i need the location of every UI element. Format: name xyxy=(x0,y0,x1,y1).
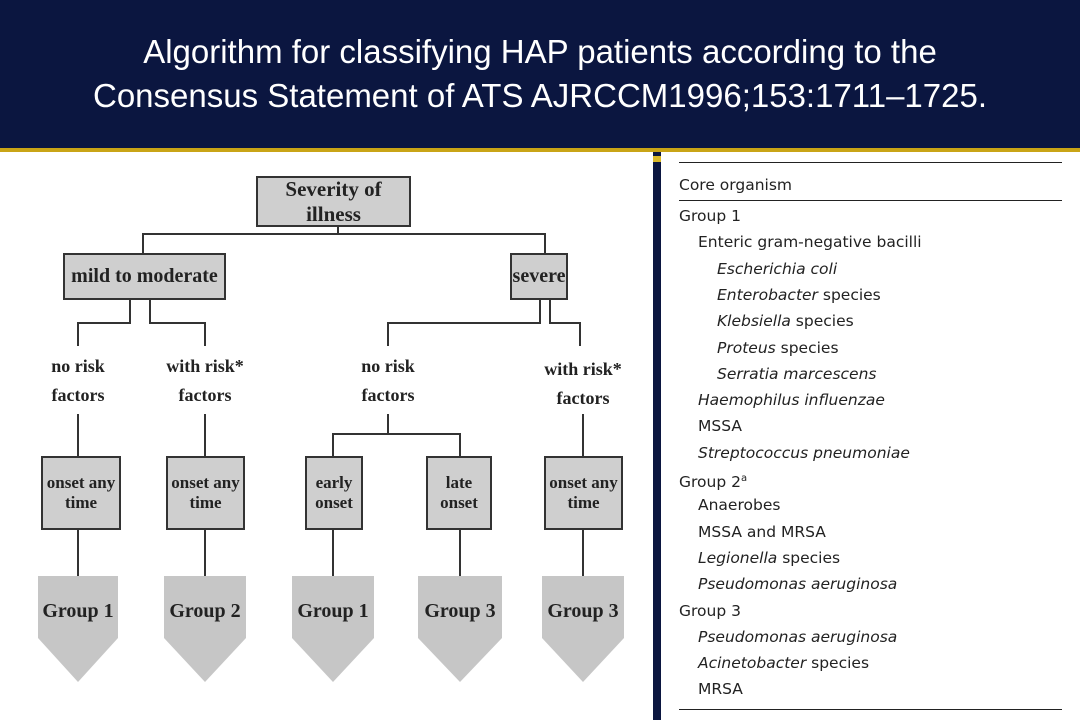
classification-flowchart: Severity of illness mild to moderate sev… xyxy=(0,152,653,720)
table-header: Core organism xyxy=(679,176,793,194)
table-row: Pseudomonas aeruginosa xyxy=(698,575,898,594)
table-row: Enteric gram-negative bacilli xyxy=(698,233,922,252)
table-row: Proteus species xyxy=(717,338,839,357)
group-arrow-4 xyxy=(418,576,502,682)
group-arrow-2 xyxy=(164,576,246,682)
table-bottom-rule xyxy=(679,709,1062,710)
table-group-heading: Group 2a xyxy=(679,473,748,492)
severe-with-risk-label: with risk* factors xyxy=(544,359,622,408)
severe-box: severe xyxy=(510,253,568,300)
table-top-rule xyxy=(679,162,1062,163)
table-row: Klebsiella species xyxy=(717,312,854,331)
group-arrow-1 xyxy=(38,576,118,682)
table-group-heading: Group 3 xyxy=(679,601,741,620)
title-underline xyxy=(0,148,1080,152)
group-label-4: Group 3 xyxy=(424,600,496,622)
mild-with-risk-label: with risk* factors xyxy=(166,356,244,405)
table-row: Anaerobes xyxy=(698,496,781,515)
group-arrow-5 xyxy=(542,576,624,682)
mild-to-moderate-box: mild to moderate xyxy=(63,253,226,300)
divider-accent xyxy=(653,156,661,162)
title-line-1: Algorithm for classifying HAP patients a… xyxy=(143,33,937,70)
group-label-5: Group 3 xyxy=(547,600,619,622)
severity-box: Severity of illness xyxy=(256,176,411,227)
severe-no-risk-label: no risk factors xyxy=(361,356,415,405)
flowchart-connectors xyxy=(38,227,624,682)
table-row: Enterobacter species xyxy=(717,285,881,304)
table-row: Haemophilus influenzae xyxy=(698,391,885,410)
column-divider xyxy=(653,152,661,720)
core-organism-table: Core organism Group 1 Enteric gram-negati… xyxy=(661,152,1080,720)
table-row: Serratia marcescens xyxy=(717,364,877,383)
title-line-2: Consensus Statement of ATS AJRCCM1996;15… xyxy=(93,77,987,114)
mild-no-risk-label: no risk factors xyxy=(51,356,105,405)
group-label-3: Group 1 xyxy=(297,600,369,622)
group-label-1: Group 1 xyxy=(42,600,114,622)
table-row: Pseudomonas aeruginosa xyxy=(698,627,898,646)
table-header-rule xyxy=(679,200,1062,201)
table-row: Streptococcus pneumoniae xyxy=(698,443,910,462)
table-row: Legionella species xyxy=(698,548,841,567)
table-row: Acinetobacter species xyxy=(698,654,870,673)
table-row: MRSA xyxy=(698,680,743,699)
table-row: Escherichia coli xyxy=(717,259,838,278)
group-arrow-3 xyxy=(292,576,374,682)
slide-title: Algorithm for classifying HAP patients a… xyxy=(0,0,1080,148)
table-group-heading: Group 1 xyxy=(679,207,741,225)
table-row: MSSA xyxy=(698,417,742,436)
table-row: MSSA and MRSA xyxy=(698,522,826,541)
group-label-2: Group 2 xyxy=(169,600,241,622)
